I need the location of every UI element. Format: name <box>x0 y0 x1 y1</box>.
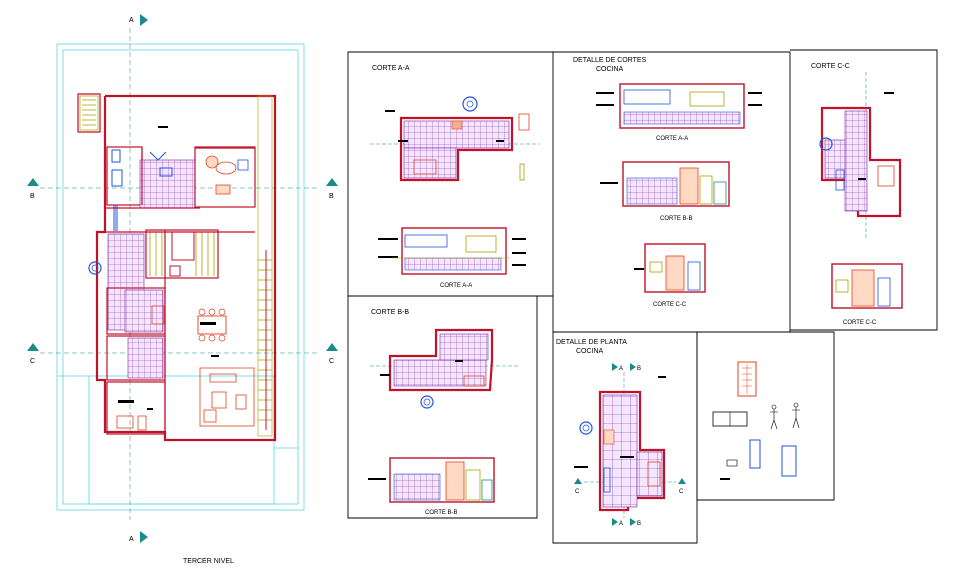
marker-c-right-label: C <box>329 358 334 365</box>
panel-detalle-cortes: DETALLE DE CORTES COCINA CORTE A-A CORTE… <box>552 51 791 333</box>
section-marker-a-top-icon <box>140 14 148 26</box>
corte-cc-caption: CORTE C-C <box>843 320 877 326</box>
north-symbol-cc-icon <box>819 137 833 151</box>
corte-bb-title: CORTE B-B <box>371 309 409 316</box>
marker-a-bottom-label: A <box>129 536 134 543</box>
marker-b-left-label: B <box>30 193 35 200</box>
dp-marker-b-bottom-icon <box>630 518 636 526</box>
dp-b-top: B <box>637 366 641 372</box>
panel-corte-cc: CORTE C-C CORTE C-C <box>790 49 938 331</box>
section-marker-c-right-icon <box>326 343 338 351</box>
dp-b-bottom: B <box>637 521 641 527</box>
panel-detalle-planta: DETALLE DE PLANTA COCINA A B A B C C <box>552 331 698 544</box>
north-symbol-dp-icon <box>579 421 593 435</box>
corte-aa-title: CORTE A-A <box>372 65 410 72</box>
marker-a-top-label: A <box>129 17 134 24</box>
marker-b-right-label: B <box>329 193 334 200</box>
corte-cc-title: CORTE C-C <box>811 63 850 70</box>
dp-a-top: A <box>619 366 623 372</box>
marker-c-left-label: C <box>30 358 35 365</box>
panel-corte-aa: CORTE A-A CORTE A-A <box>347 51 554 297</box>
north-symbol-aa-icon <box>462 96 478 112</box>
dp-marker-b-top-icon <box>630 363 636 371</box>
detalle-planta-title-1: DETALLE DE PLANTA <box>556 339 627 346</box>
north-symbol-bb-icon <box>420 395 434 409</box>
panel-corte-bb: CORTE B-B CORTE B-B <box>347 295 538 519</box>
dp-marker-c-right-icon <box>678 478 686 484</box>
corte-aa-caption: CORTE A-A <box>440 283 472 289</box>
dp-marker-a-bottom-icon <box>612 518 618 526</box>
dp-marker-a-top-icon <box>612 363 618 371</box>
dp-c-left: C <box>575 489 580 495</box>
floor-plan-tercer-nivel: A A B B C C <box>27 14 338 565</box>
detalle-cortes-title-1: DETALLE DE CORTES <box>573 57 647 64</box>
detalle-corte-aa: CORTE A-A <box>656 136 688 142</box>
section-marker-b-left-icon <box>27 178 39 186</box>
detalle-corte-bb: CORTE B-B <box>660 216 693 222</box>
human-figure-icon <box>770 402 800 430</box>
dp-c-right: C <box>679 489 684 495</box>
section-marker-a-bottom-icon <box>140 531 148 543</box>
detalle-planta-title-2: COCINA <box>576 348 604 355</box>
detalle-cortes-title-2: COCINA <box>596 66 624 73</box>
detalle-corte-cc: CORTE C-C <box>653 302 687 308</box>
dp-a-bottom: A <box>619 521 623 527</box>
north-symbol-main-icon <box>88 261 102 275</box>
dp-marker-c-left-icon <box>574 478 582 484</box>
corte-bb-caption: CORTE B-B <box>425 510 458 516</box>
section-marker-c-left-icon <box>27 343 39 351</box>
section-marker-b-right-icon <box>326 178 338 186</box>
plan-title: TERCER NIVEL <box>183 558 234 565</box>
panel-blocks <box>696 331 835 501</box>
